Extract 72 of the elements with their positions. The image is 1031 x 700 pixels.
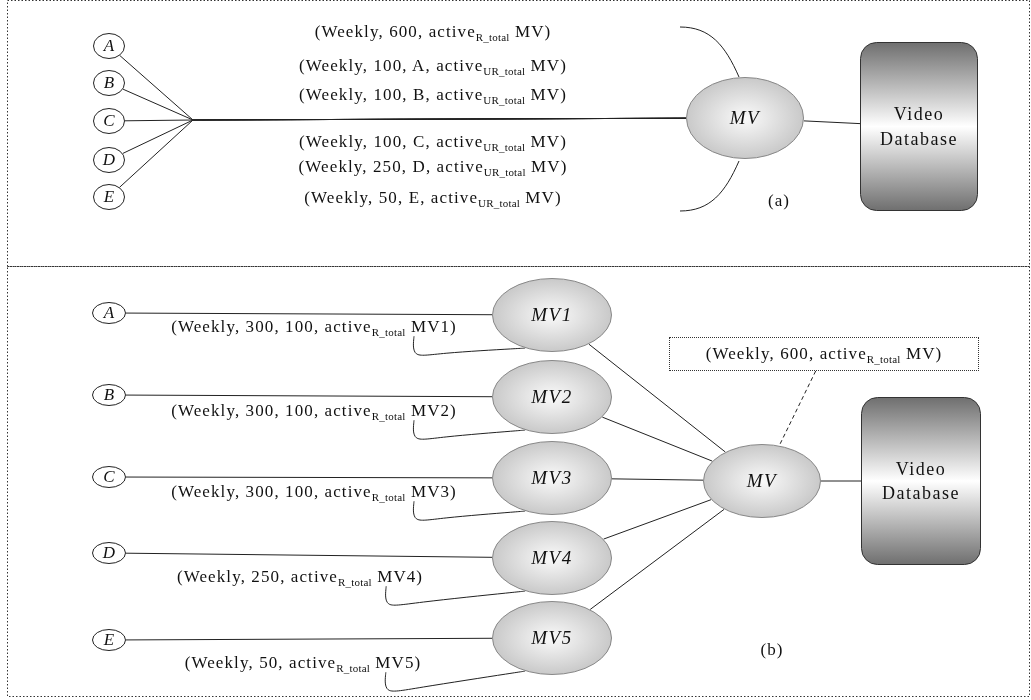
annotation-box xyxy=(669,337,979,371)
node-label: D xyxy=(102,150,116,170)
node-label: B xyxy=(103,73,115,93)
user-ellipse xyxy=(92,542,126,564)
node-label: Video Database xyxy=(881,457,961,505)
user-ellipse xyxy=(93,184,125,210)
flow-label: (Weekly, 100, B, active$_{UR_total}$ MV) xyxy=(299,84,567,106)
view-ellipse xyxy=(492,360,612,434)
user-ellipse xyxy=(93,108,125,134)
connector-line xyxy=(803,120,861,125)
node-label: E xyxy=(103,187,115,207)
flow-label: (Weekly, 250, D, active$_{UR_total}$ MV) xyxy=(298,156,568,178)
user-ellipse xyxy=(93,33,125,59)
view-ellipse xyxy=(703,444,821,518)
node-label: MV xyxy=(746,470,778,492)
leader-line xyxy=(778,370,817,447)
leader-line xyxy=(385,585,526,606)
annotation-text: (Weekly, 50, active$_{R_total}$ MV5) xyxy=(184,652,422,674)
connector-line xyxy=(125,637,493,641)
node-label: E xyxy=(103,630,115,650)
annotation-text: (Weekly, 300, 100, active$_{R_total}$ MV3) xyxy=(171,481,457,503)
node-label: MV2 xyxy=(531,386,573,408)
node-label: A xyxy=(103,36,115,56)
leader-line xyxy=(384,670,526,692)
user-ellipse xyxy=(93,147,125,173)
flow-label: (Weekly, 50, E, active$_{UR_total}$ MV) xyxy=(304,187,562,209)
leader-line xyxy=(412,419,526,440)
node-label: C xyxy=(103,111,115,131)
annotation-text: (Weekly, 600, active$_{R_total}$ MV) xyxy=(705,344,943,364)
annotation-text: (Weekly, 250, active$_{R_total}$ MV4) xyxy=(176,566,424,588)
view-ellipse xyxy=(492,521,612,595)
node-label: Video Database xyxy=(879,103,959,151)
node-label: MV xyxy=(729,107,761,129)
user-ellipse xyxy=(92,302,126,324)
connector-line xyxy=(603,499,712,540)
node-label: MV3 xyxy=(531,467,573,489)
node-label: MV1 xyxy=(531,304,573,326)
panel-label: (a) xyxy=(767,190,791,212)
flow-label: (Weekly, 100, C, active$_{UR_total}$ MV) xyxy=(299,131,567,153)
view-ellipse xyxy=(492,441,612,515)
connector-line xyxy=(588,343,726,453)
node-label: MV5 xyxy=(531,627,573,649)
database-box xyxy=(860,42,978,211)
connector-line xyxy=(820,480,862,482)
connector-line xyxy=(125,476,493,479)
annotation-text: (Weekly, 300, 100, active$_{R_total}$ MV2) xyxy=(171,400,457,422)
flow-label: (Weekly, 100, A, active$_{UR_total}$ MV) xyxy=(299,55,567,77)
annotation-text: (Weekly, 300, 100, active$_{R_total}$ MV1) xyxy=(171,316,457,338)
user-ellipse xyxy=(92,384,126,406)
user-ellipse xyxy=(92,629,126,651)
node-label: MV4 xyxy=(531,547,573,569)
connector-line xyxy=(125,312,493,316)
node-label: B xyxy=(103,385,115,405)
connector-line xyxy=(601,416,713,462)
node-label: D xyxy=(102,543,116,563)
connector-line xyxy=(119,117,687,188)
connector-line xyxy=(611,478,704,481)
leader-line xyxy=(412,335,526,356)
node-label: C xyxy=(103,467,115,487)
leader-line xyxy=(412,500,526,521)
view-ellipse xyxy=(686,77,804,159)
flow-label: (Weekly, 600, active$_{R_total}$ MV) xyxy=(314,21,552,43)
view-ellipse xyxy=(492,278,612,352)
user-ellipse xyxy=(93,70,125,96)
database-box xyxy=(861,397,981,565)
panel-label: (b) xyxy=(760,639,784,661)
connector-line xyxy=(125,394,493,398)
view-ellipse xyxy=(492,601,612,675)
connector-line xyxy=(589,508,725,610)
node-label: A xyxy=(103,303,115,323)
connector-line xyxy=(125,552,493,558)
user-ellipse xyxy=(92,466,126,488)
